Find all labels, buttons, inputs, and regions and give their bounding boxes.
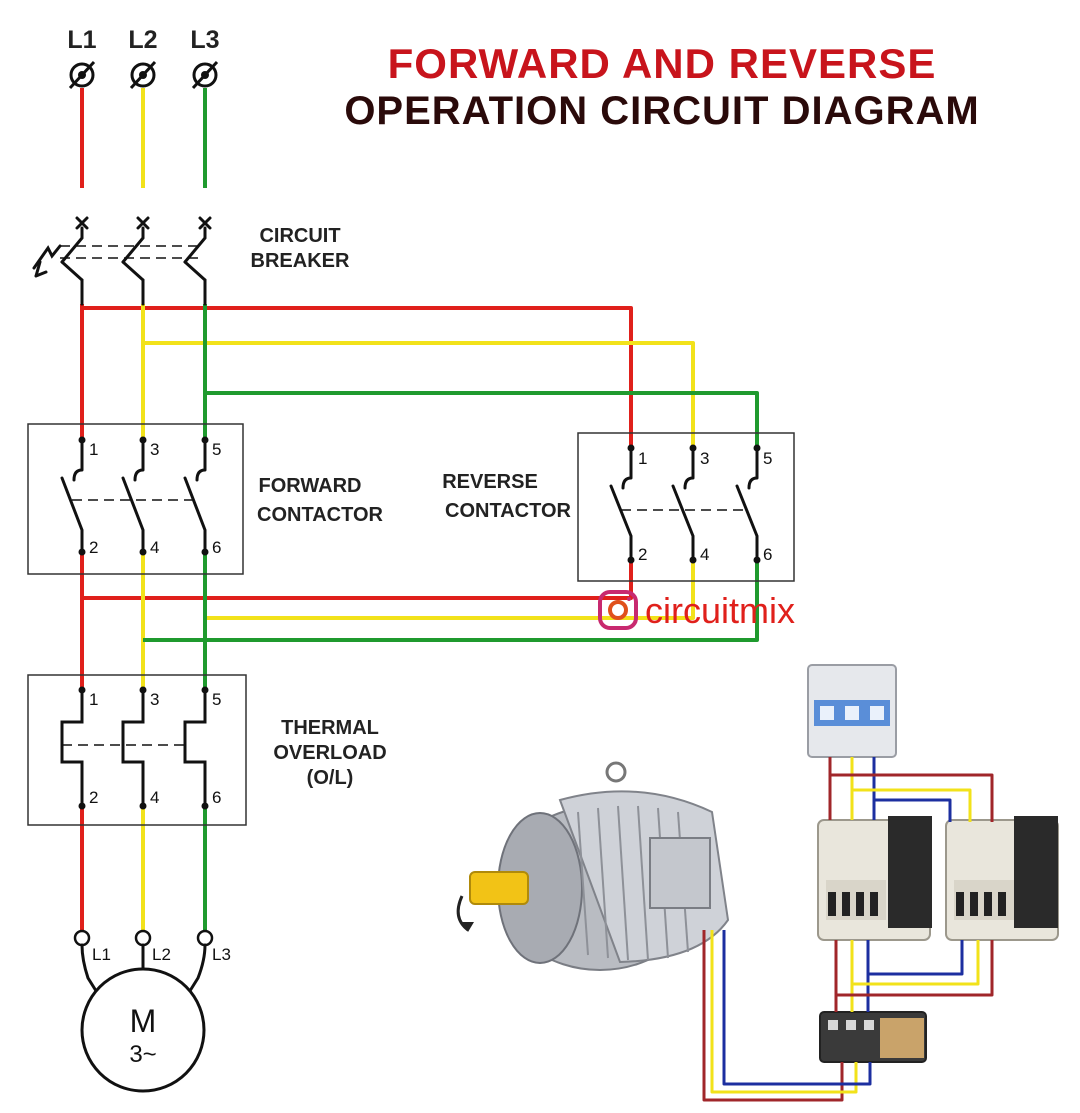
circuit-breaker: CIRCUIT BREAKER (32, 216, 350, 306)
contactor-left-icon (817, 816, 932, 941)
fwd-terminal-3: 3 (150, 440, 159, 459)
overload-relay-illustration (819, 1011, 927, 1063)
reverse-label-line2: CONTACTOR (445, 500, 571, 522)
instagram-icon (598, 590, 638, 630)
fwd-terminal-4: 4 (150, 538, 159, 557)
fwd-terminal-2: 2 (89, 538, 98, 557)
motor-illustration (456, 761, 730, 971)
ol-terminal-2: 2 (89, 788, 98, 807)
reverse-label-line1: REVERSE (442, 471, 538, 493)
watermark: circuitmix (598, 590, 795, 631)
breaker-trip-mechanism-icon (32, 244, 62, 278)
breaker-label-line2: BREAKER (251, 250, 350, 272)
overload-label-line3: (O/L) (307, 767, 354, 789)
breaker-illustration (807, 664, 897, 758)
forward-label-line2: CONTACTOR (257, 504, 383, 526)
supply-terminal-l2-icon (129, 60, 157, 90)
thermal-overload-box (27, 674, 247, 826)
supply-terminal-l3-icon (191, 60, 219, 90)
fwd-terminal-6: 6 (212, 538, 221, 557)
supply-terminal-l1-icon (68, 60, 96, 90)
supply-terminals: L1 L2 L3 (67, 26, 220, 90)
ol-terminal-6: 6 (212, 788, 221, 807)
phase3-wire (143, 88, 759, 930)
breaker-x-marks-icon (75, 216, 212, 230)
ol-terminal-4: 4 (150, 788, 159, 807)
phase-label-l3: L3 (190, 26, 219, 54)
motor-shaft-icon (469, 871, 529, 905)
rev-terminal-5: 5 (763, 449, 772, 468)
motor-letter: M (130, 1003, 157, 1039)
phase1-wire (80, 88, 633, 930)
contactor-illustrations (817, 816, 1059, 941)
rev-terminal-3: 3 (700, 449, 709, 468)
forward-contactor: 1 3 5 2 4 6 FORWARD CONTACTOR (27, 423, 384, 575)
watermark-text: circuitmix (645, 590, 795, 631)
reverse-contactor-box (577, 432, 795, 582)
fwd-terminal-5: 5 (212, 440, 221, 459)
title-line1: FORWARD AND REVERSE (388, 40, 937, 87)
thermal-overload: 1 3 5 2 4 6 THERMAL OVERLOAD (O/L) (27, 674, 387, 826)
motor-terminal-l1-icon (73, 929, 91, 947)
motor: L1 L2 L3 M 3~ (73, 929, 231, 1093)
rev-terminal-2: 2 (638, 545, 647, 564)
ol-terminal-1: 1 (89, 690, 98, 709)
rev-terminal-1: 1 (638, 449, 647, 468)
reverse-contactor: 1 3 5 2 4 6 REVERSE CONTACTOR (442, 432, 795, 582)
phase-label-l1: L1 (67, 26, 96, 54)
contactor-right-icon (945, 816, 1059, 941)
rev-terminal-4: 4 (700, 545, 709, 564)
forward-label-line1: FORWARD (259, 475, 362, 497)
motor-terminal-label-l3: L3 (212, 945, 231, 964)
motor-terminal-label-l2: L2 (152, 945, 171, 964)
motor-terminal-l2-icon (134, 929, 152, 947)
motor-terminal-l3-icon (196, 929, 214, 947)
forward-contactor-box (27, 423, 244, 575)
illustration-wiring (702, 757, 994, 1102)
phase-label-l2: L2 (128, 26, 157, 54)
rev-terminal-6: 6 (763, 545, 772, 564)
motor-phase: 3~ (129, 1041, 156, 1068)
ol-terminal-3: 3 (150, 690, 159, 709)
motor-symbol-icon (80, 967, 206, 1093)
fwd-terminal-1: 1 (89, 440, 98, 459)
phase2-wire (141, 88, 695, 930)
breaker-label-line1: CIRCUIT (259, 225, 340, 247)
ol-terminal-5: 5 (212, 690, 221, 709)
overload-label-line2: OVERLOAD (273, 742, 386, 764)
overload-label-line1: THERMAL (281, 717, 379, 739)
motor-terminal-label-l1: L1 (92, 945, 111, 964)
title-line2: OPERATION CIRCUIT DIAGRAM (344, 89, 979, 133)
